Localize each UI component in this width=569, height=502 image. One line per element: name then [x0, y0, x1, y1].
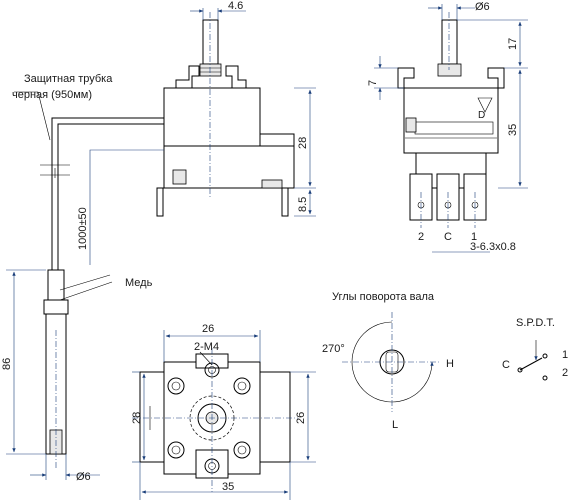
side-shaft — [202, 19, 219, 65]
label-copper: Медь — [125, 277, 153, 289]
dim-bulb-diam: Ø6 — [76, 471, 91, 483]
dim-h7: 7 — [367, 80, 379, 86]
front-view: D Ø6 17 35 7 2 C 1 3-6.3x0.8 — [367, 1, 528, 253]
dim-terminals: 3-6.3x0.8 — [470, 241, 516, 253]
term-label-c: C — [444, 231, 452, 243]
side-terminal-left — [156, 187, 164, 217]
capillary-tube: 1000±50 Защитная трубка черная (950мм) — [12, 73, 164, 270]
label-tube-line1: Защитная трубка — [24, 73, 113, 85]
sensor-bulb: Медь 86 Ø6 — [1, 269, 153, 483]
spdt-2: 2 — [562, 367, 568, 379]
dim-shaft-diam: Ø6 — [475, 1, 490, 13]
h-label: H — [446, 358, 454, 370]
dim-h35: 35 — [507, 124, 519, 136]
side-body — [163, 87, 261, 147]
dim-w26-top: 26 — [202, 323, 214, 335]
dim-h17: 17 — [507, 38, 519, 50]
dim-len-1000: 1000±50 — [77, 207, 89, 250]
term-label-1: 1 — [471, 231, 477, 243]
dim-h26-right: 26 — [295, 412, 307, 424]
l-label: L — [392, 419, 398, 431]
term-label-2: 2 — [418, 231, 424, 243]
rotation-title: Углы поворота вала — [332, 291, 435, 303]
spdt-title: S.P.D.T. — [516, 317, 555, 329]
dim-thread: 2-M4 — [194, 341, 219, 353]
side-shaft-knurl — [199, 63, 222, 77]
side-view: 4.6 28 8.5 — [156, 0, 316, 217]
dim-shaft-width: 4.6 — [228, 0, 243, 12]
spdt-schematic: S.P.D.T. C 1 2 — [502, 317, 568, 381]
top-view: 26 2-M4 28 26 35 — [131, 323, 316, 500]
side-bracket-left — [175, 65, 200, 89]
side-terminal-right — [281, 187, 289, 217]
spdt-1: 1 — [562, 349, 568, 361]
label-tube-line2: черная (950мм) — [12, 89, 92, 101]
dim-h28: 28 — [297, 137, 309, 149]
rotation-angles: Углы поворота вала 270° H L — [322, 291, 454, 431]
side-bracket-right — [225, 65, 247, 89]
angle-label: 270° — [322, 343, 345, 355]
svg-text:D: D — [478, 110, 485, 121]
dim-h86: 86 — [1, 358, 13, 370]
dim-h8-5: 8.5 — [297, 197, 309, 212]
dim-w35-bottom: 35 — [222, 481, 234, 493]
dim-h28-left: 28 — [131, 412, 143, 424]
spdt-c: C — [502, 359, 510, 371]
